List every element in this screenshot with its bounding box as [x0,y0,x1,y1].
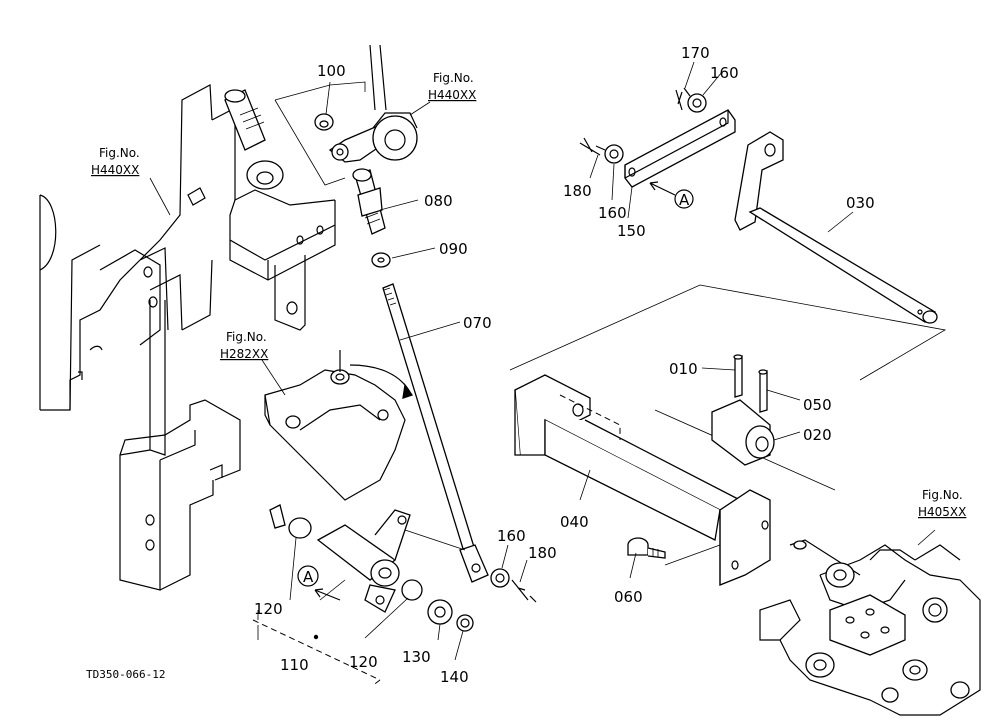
upper-arm-assembly [274,44,489,583]
label-part-160-low: 160 [497,527,526,545]
fig-ref-right-number: H405XX [918,505,966,519]
label-part-040: 040 [560,513,589,531]
view-marker-a-top [674,189,694,209]
label-part-120-left: 120 [254,600,283,618]
label-part-180-low: 180 [528,544,557,562]
center-right-bracket [509,284,947,586]
label-part-020: 020 [803,426,832,444]
mid-casting [264,350,414,501]
label-part-070: 070 [463,314,492,332]
label-part-050: 050 [803,396,832,414]
label-part-010: 010 [669,360,698,378]
label-part-120-right: 120 [349,653,378,671]
fig-ref-mid-caption: Fig.No. [226,330,267,344]
view-marker-a-lower [297,565,319,587]
view-marker-a-lower-label: A [303,568,314,586]
view-marker-a-top-label: A [679,191,690,209]
fig-ref-mid-number: H282XX [220,347,268,361]
label-part-110: 110 [280,656,309,674]
fig-ref-left-caption: Fig.No. [99,146,140,160]
label-part-090: 090 [439,240,468,258]
fig-ref-right-caption: Fig.No. [922,488,963,502]
label-part-130: 130 [402,648,431,666]
fig-ref-top-number: H440XX [428,88,476,102]
label-part-100: 100 [317,62,346,80]
rod-end-hardware [490,568,537,603]
upper-right-linkage [579,87,938,324]
label-part-140: 140 [440,668,469,686]
label-part-030: 030 [846,194,875,212]
label-part-080: 080 [424,192,453,210]
label-part-160-top: 160 [710,64,739,82]
lower-arm-assembly [252,504,474,687]
label-part-060: 060 [614,588,643,606]
label-part-160-mid: 160 [598,204,627,222]
pin-bushing-left [224,89,284,190]
valve-body [759,539,981,716]
left-frame [39,84,336,591]
label-part-150: 150 [617,222,646,240]
leader-lines [149,61,936,661]
fig-ref-top-caption: Fig.No. [433,71,474,85]
label-part-180-top: 180 [563,182,592,200]
fig-ref-left-number: H440XX [91,163,139,177]
drawing-code: TD350-066-12 [86,668,165,681]
label-part-170: 170 [681,44,710,62]
